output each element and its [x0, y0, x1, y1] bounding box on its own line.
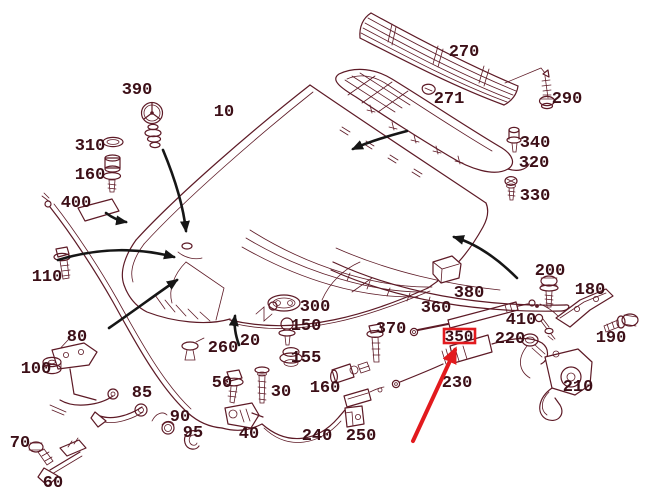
bolt-70: [28, 441, 54, 466]
part-label-85[interactable]: 85: [132, 384, 152, 403]
hinge-180: [539, 288, 614, 328]
part-label-100[interactable]: 100: [21, 360, 52, 379]
nut-100: [42, 356, 62, 375]
part-label-300[interactable]: 300: [300, 298, 331, 317]
upper-grille: [359, 12, 546, 106]
plug-160-left: [102, 154, 122, 193]
part-label-260[interactable]: 260: [208, 339, 239, 358]
bolt-200: [539, 275, 559, 308]
part-label-360[interactable]: 360: [421, 299, 452, 318]
push-pin-150: [278, 317, 296, 346]
part-label-270[interactable]: 270: [449, 43, 480, 62]
part-label-380[interactable]: 380: [454, 284, 485, 303]
screw-290: [538, 69, 556, 110]
part-label-250[interactable]: 250: [346, 427, 377, 446]
part-label-50[interactable]: 50: [212, 374, 232, 393]
grommet-220: [520, 333, 546, 379]
part-label-110[interactable]: 110: [32, 268, 63, 287]
bracket-60: [37, 437, 87, 487]
part-label-390[interactable]: 390: [122, 81, 153, 100]
hinge-bracket-80: [49, 339, 119, 416]
part-label-155[interactable]: 155: [291, 349, 322, 368]
plug-340: [506, 126, 522, 153]
leader-290: [504, 67, 546, 84]
box-clip-380: [432, 255, 462, 284]
screw-30: [254, 366, 270, 404]
hinge-arm-85: [90, 403, 148, 428]
sticker-400: [77, 198, 120, 222]
part-label-220[interactable]: 220: [495, 330, 526, 349]
part-label-40[interactable]: 40: [239, 425, 259, 444]
spring-90: [151, 412, 175, 435]
clip-260: [181, 337, 205, 361]
clip-250: [344, 405, 365, 428]
lower-grille: [335, 68, 530, 173]
part-label-400[interactable]: 400: [61, 194, 92, 213]
part-label-160[interactable]: 160: [310, 379, 341, 398]
clip-95: [183, 430, 200, 450]
part-label-20[interactable]: 20: [240, 332, 260, 351]
ball-stud-410: [534, 313, 556, 341]
cable-240: [221, 363, 444, 443]
screw-330: [504, 176, 518, 201]
part-label-370[interactable]: 370: [376, 320, 407, 339]
bolt-50: [224, 369, 244, 404]
hood-star-emblem: [140, 101, 164, 149]
part-label-340[interactable]: 340: [520, 134, 551, 153]
part-label-80[interactable]: 80: [67, 328, 87, 347]
bolt-370: [366, 323, 384, 363]
bolt-190: [603, 313, 639, 333]
part-label-160[interactable]: 160: [75, 166, 106, 185]
part-label-200[interactable]: 200: [535, 262, 566, 281]
gas-strut-350: [409, 299, 539, 337]
part-label-150[interactable]: 150: [291, 317, 322, 336]
grommet-155: [279, 347, 303, 367]
part-label-350[interactable]: 350: [445, 328, 474, 346]
part-label-210[interactable]: 210: [563, 378, 594, 397]
part-label-320[interactable]: 320: [519, 154, 550, 173]
cowl-strip: [255, 247, 570, 322]
part-label-330[interactable]: 330: [520, 187, 551, 206]
oval-plate-300: [267, 294, 301, 312]
part-label-190[interactable]: 190: [596, 329, 627, 348]
latch-40: [224, 402, 264, 429]
highlight-annotation: 350: [411, 327, 477, 443]
part-label-240[interactable]: 240: [302, 427, 333, 446]
highlight-arrow: [411, 346, 457, 443]
grommet-ring-310: [102, 136, 124, 148]
part-label-30[interactable]: 30: [271, 383, 291, 402]
hood-panel: [121, 84, 489, 329]
part-label-230[interactable]: 230: [442, 374, 473, 393]
part-label-310[interactable]: 310: [75, 137, 106, 156]
plug-160-center: [330, 361, 371, 384]
part-label-410[interactable]: 410: [506, 311, 537, 330]
part-label-180[interactable]: 180: [575, 281, 606, 300]
part-label-10[interactable]: 10: [214, 103, 234, 122]
part-label-90[interactable]: 90: [170, 408, 190, 427]
part-label-271[interactable]: 271: [434, 90, 465, 109]
hood-latch-210: [539, 348, 593, 421]
part-label-290[interactable]: 290: [552, 90, 583, 109]
direction-arrows: [56, 129, 519, 347]
bolt-110: [53, 246, 71, 280]
release-cable-left: [41, 192, 223, 429]
highlight-box: [442, 327, 477, 345]
part-label-95[interactable]: 95: [183, 424, 203, 443]
part-label-60[interactable]: 60: [43, 474, 63, 493]
part-label-70[interactable]: 70: [10, 434, 30, 453]
